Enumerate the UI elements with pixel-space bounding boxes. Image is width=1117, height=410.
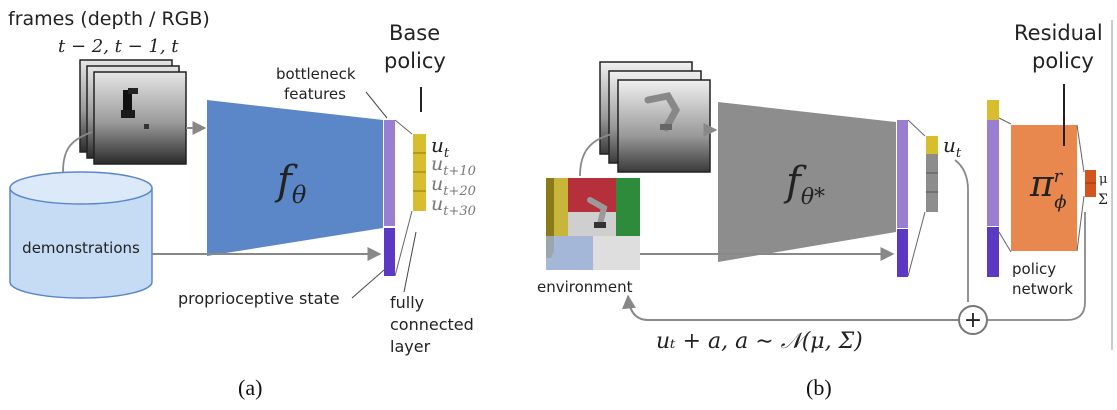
output-u-t20: ut+20 xyxy=(431,173,476,199)
output-u-t: ut xyxy=(431,133,450,161)
bottleneck-features-bar xyxy=(384,120,395,226)
frozen-network-trapezoid xyxy=(718,102,896,262)
panel-b: fθ* ut environment xyxy=(537,20,1113,400)
rgb-frames-stack xyxy=(599,61,711,173)
sum-to-environment-arrow xyxy=(622,294,958,321)
fc-label-3: layer xyxy=(390,337,431,356)
demonstrations-label: demonstrations xyxy=(22,239,140,257)
u-t-to-sum-path xyxy=(954,159,969,302)
bottleneck-label-2: features xyxy=(284,85,346,103)
bottleneck-pointer xyxy=(365,91,388,119)
sum-node: + xyxy=(958,305,988,335)
depth-frames-stack xyxy=(79,59,187,165)
env-to-frames-link xyxy=(579,133,613,177)
fc-line-top-b xyxy=(907,119,926,137)
fc-label-2: connected xyxy=(390,315,474,334)
sigma-label: Σ xyxy=(1098,192,1108,208)
policy-network-block xyxy=(1011,125,1077,251)
residual-policy-label-1: Residual xyxy=(1014,21,1103,45)
fc-line-bottom xyxy=(394,210,413,277)
caption-a: (a) xyxy=(238,375,262,400)
robot-arm-icon-b xyxy=(644,92,681,132)
policy-network-label-1: policy xyxy=(1012,260,1056,278)
policy-network-label-2: network xyxy=(1012,280,1073,298)
demonstrations-database-icon xyxy=(9,171,153,299)
pn-out-line-bottom xyxy=(1076,195,1085,252)
bottleneck-bar-b xyxy=(897,120,908,228)
residual-to-sum-path xyxy=(988,212,1086,321)
demos-to-frames-link xyxy=(62,131,93,173)
robot-arm-icon xyxy=(121,88,149,129)
bottleneck-label-1: bottleneck xyxy=(276,65,356,83)
frozen-output-bar xyxy=(926,136,938,212)
panel-a: frames (depth / RGB) t − 2, t − 1, t fθ … xyxy=(8,8,476,400)
environment-label: environment xyxy=(537,278,633,296)
proprio-pointer xyxy=(351,269,385,299)
proprioceptive-label: proprioceptive state xyxy=(178,289,340,308)
base-policy-label-1: Base xyxy=(389,21,440,45)
pn-out-line-top xyxy=(1076,124,1085,173)
caption-b: (b) xyxy=(806,375,832,400)
residual-input-bar xyxy=(987,100,999,277)
frozen-output-u-t: ut xyxy=(943,133,962,161)
pn-line-top xyxy=(998,117,1012,125)
pn-line-bottom xyxy=(998,231,1012,253)
fc-line-bottom-b xyxy=(907,211,926,277)
output-u-t10: ut+10 xyxy=(431,153,476,179)
depth-frame-front xyxy=(93,71,187,165)
environment-image xyxy=(546,178,640,270)
output-u-t30: ut+30 xyxy=(431,193,476,219)
base-output-bar xyxy=(413,134,426,211)
residual-policy-label-2: policy xyxy=(1032,49,1094,73)
plus-sign: + xyxy=(964,308,982,333)
fc-line-top xyxy=(394,119,413,135)
frames-time-label: t − 2, t − 1, t xyxy=(58,36,179,57)
proprio-bar-b xyxy=(897,229,908,277)
fc-label-1: fully xyxy=(390,293,424,312)
base-policy-label-2: policy xyxy=(384,49,446,73)
frames-label: frames (depth / RGB) xyxy=(8,8,210,30)
base-network-trapezoid xyxy=(207,100,383,256)
proprioceptive-bar xyxy=(384,228,395,276)
fc-pointer xyxy=(403,231,417,293)
feedback-equation: uₜ + a, a ∼ 𝒩(μ, Σ) xyxy=(656,329,863,354)
mu-label: μ xyxy=(1099,172,1107,187)
